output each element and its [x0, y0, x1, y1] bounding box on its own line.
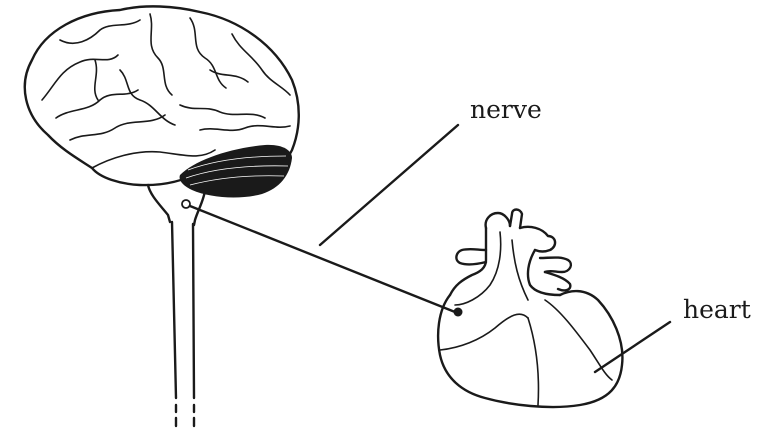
- heart: [438, 210, 622, 408]
- spinal-cord: [172, 222, 194, 426]
- heart-leader-line: [595, 322, 670, 372]
- nerve-origin-point: [182, 200, 190, 208]
- cerebellum: [180, 145, 292, 198]
- heart-label: heart: [683, 295, 751, 324]
- nerve-heart-junction: [454, 308, 463, 317]
- nerve-leader-line: [320, 125, 458, 245]
- nerve-label: nerve: [470, 95, 542, 124]
- nerve-fiber: [190, 206, 455, 312]
